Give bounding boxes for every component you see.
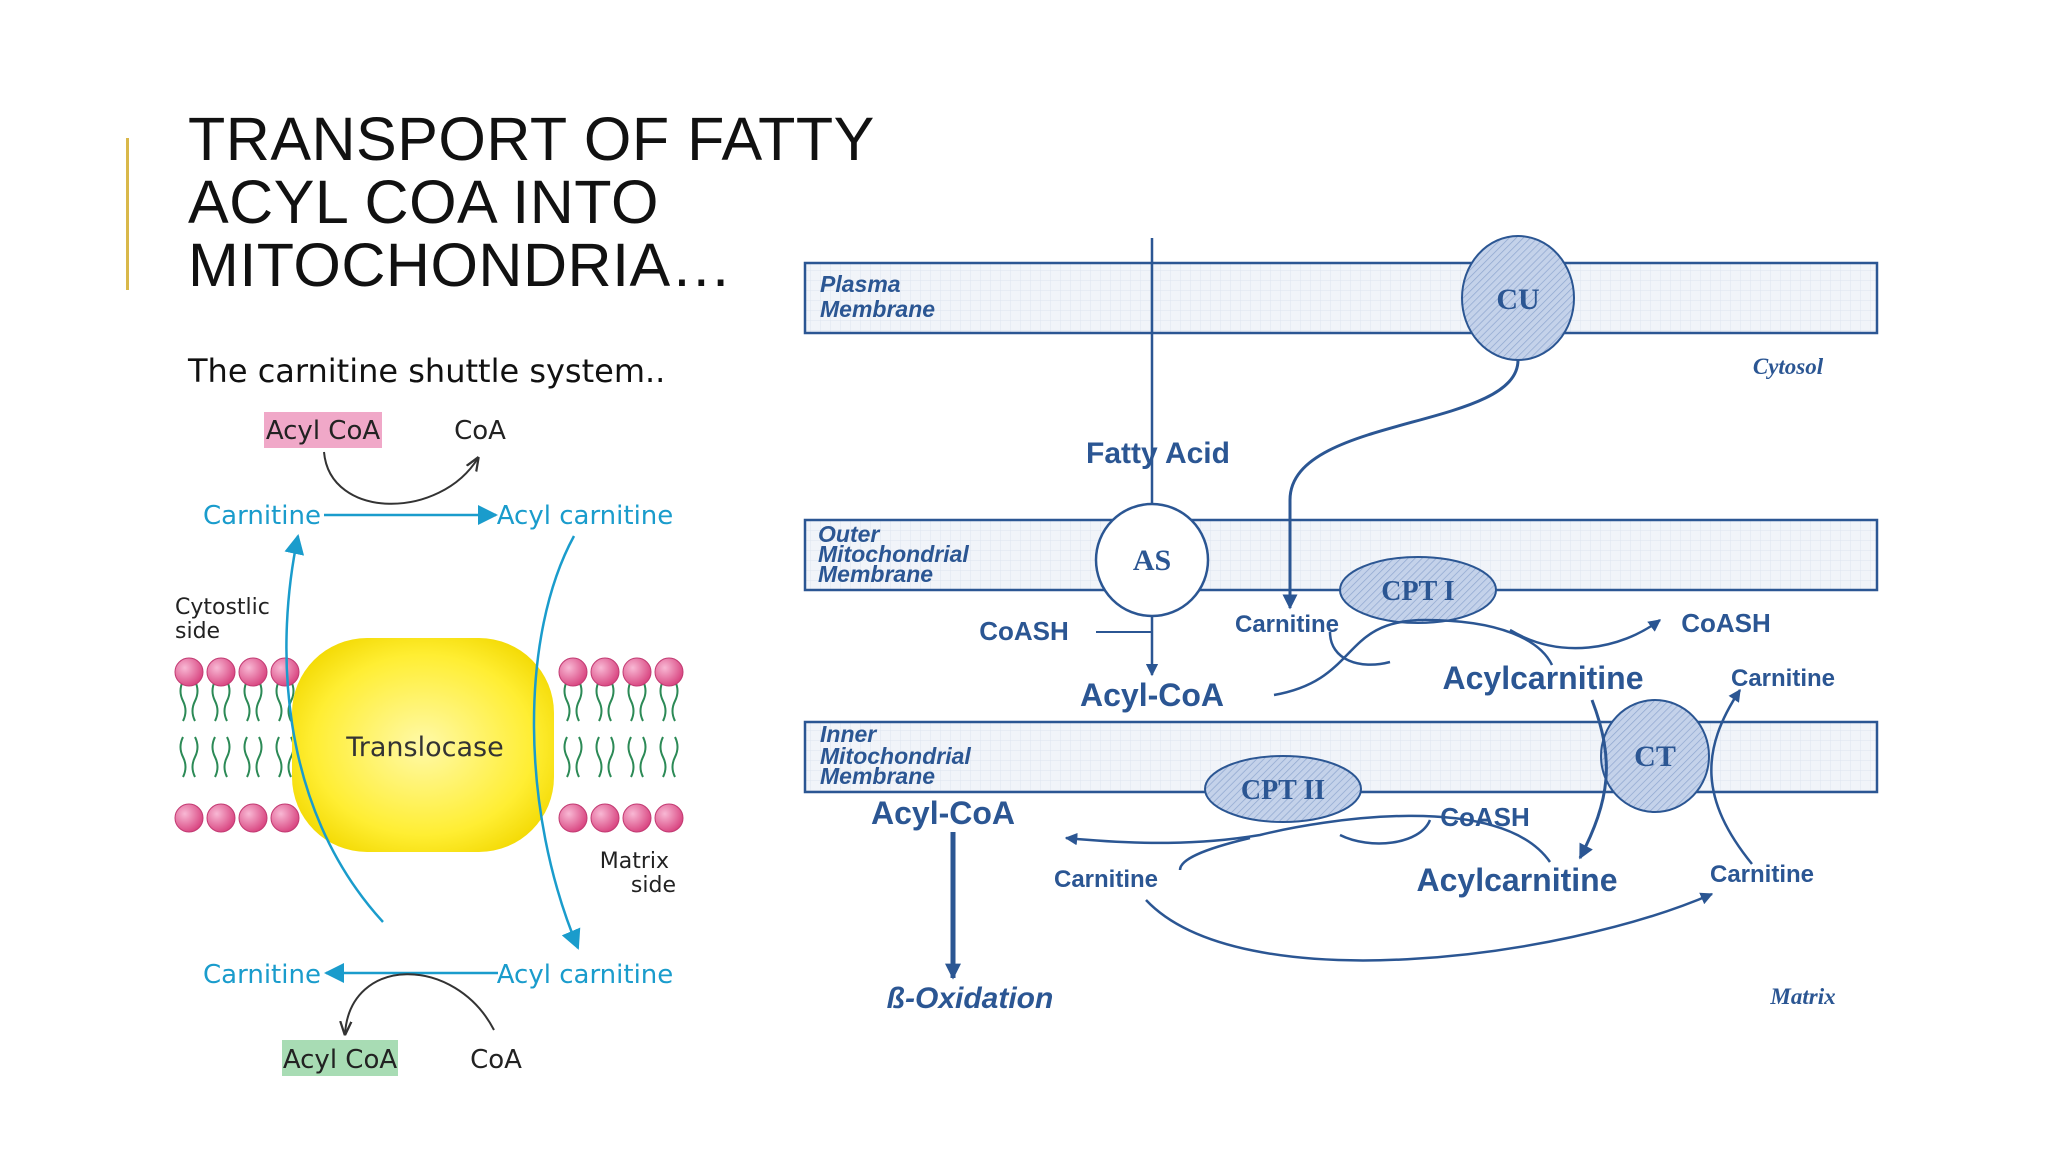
coash-join-inner-curve [1339,819,1432,845]
coash-release-curve [1509,618,1662,650]
acylcarnitine-outer-label: Acylcarnitine [1443,660,1644,696]
carnitine-inner-left-label: Carnitine [1054,866,1158,893]
cu-label: CU [1496,283,1539,316]
lipid-bilayer-right [558,657,684,833]
beta-oxidation-label: ß-Oxidation [887,982,1054,1015]
carnitine-into-cytosol-arrow [284,534,384,923]
slide-subtitle: The carnitine shuttle system.. [188,352,666,390]
carnitine-inner-right-label: Carnitine [1710,861,1814,888]
acyl-coa-outer-label: Acyl-CoA [1080,677,1224,713]
cpt2-reaction-curve [1064,814,1552,863]
carnitine-shuttle-diagram: Acyl CoA CoA Carnitine Acyl carnitine Cy… [174,412,684,1076]
plasma-membrane-label: Plasma Membrane [820,271,935,322]
acyl-coa-top-box [264,412,382,448]
matrix-side-label: Matrix side [600,849,676,898]
carnitine-outer-label: Carnitine [1235,611,1339,638]
acyl-coa-inner-label: Acyl-CoA [871,795,1015,831]
coa-release-arrow [323,451,478,505]
cytosolic-side-label: Cytostlic side [175,595,277,644]
cpt1-enzyme [1339,556,1497,624]
acyl-carnitine-bottom-label: Acyl carnitine [497,960,674,990]
coa-top-label: CoA [454,416,506,446]
acyl-coa-bottom-label: Acyl CoA [283,1045,398,1075]
slide-title: TRANSPORT OF FATTY ACYL COA INTO MITOCHO… [188,105,874,299]
inner-membrane-label: Inner Mitochondrial Membrane [820,721,977,789]
carnitine-recycle-arrow [1145,892,1714,962]
carnitine-join-curve [1328,631,1391,666]
cytosol-label: Cytosol [1753,354,1824,379]
coa-uptake-arrow [345,973,495,1034]
cpt1-label: CPT I [1381,576,1454,607]
coash-left-label: CoASH [979,616,1069,646]
coash-right-label: CoASH [1681,608,1771,638]
acylcarnitine-into-matrix-arrow [532,535,581,950]
as-label: AS [1133,544,1171,577]
acyl-coa-synthetase-circle [1094,502,1210,618]
mitochondrial-transport-diagram: Plasma Membrane Cytosol Outer Mitochondr… [803,235,1879,1015]
acyl-coa-top-label: Acyl CoA [266,416,381,446]
carnitine-release-inner-curve [1178,836,1251,871]
coa-bottom-label: CoA [470,1045,522,1075]
carnitine-top-label: Carnitine [203,501,321,531]
outer-mitochondrial-membrane [803,518,1879,592]
outer-membrane-label: Outer Mitochondrial Membrane [818,521,975,587]
translocase-label: Translocase [345,732,503,763]
carnitine-right-label: Carnitine [1731,665,1835,692]
acyl-carnitine-top-label: Acyl carnitine [497,501,674,531]
cpt1-reaction-curve [1273,618,1554,697]
ct-label: CT [1634,740,1676,773]
acyl-coa-bottom-box [282,1040,398,1076]
cpt2-enzyme [1204,755,1362,823]
cpt2-label: CPT II [1241,775,1325,806]
acylcarnitine-inner-label: Acylcarnitine [1417,862,1618,898]
fatty-acid-label: Fatty Acid [1086,437,1230,470]
title-accent-bar [126,138,129,290]
acylcarnitine-import-arrow [1578,699,1608,860]
carnitine-bottom-label: Carnitine [203,960,321,990]
carnitine-transport-arrow [1282,359,1520,610]
translocase-protein [292,638,554,852]
plasma-membrane [803,261,1879,335]
matrix-label: Matrix [1769,984,1835,1009]
carnitine-export-arrow [1710,688,1753,865]
carnitine-translocase-enzyme [1600,699,1710,813]
lipid-bilayer-left [174,657,300,833]
